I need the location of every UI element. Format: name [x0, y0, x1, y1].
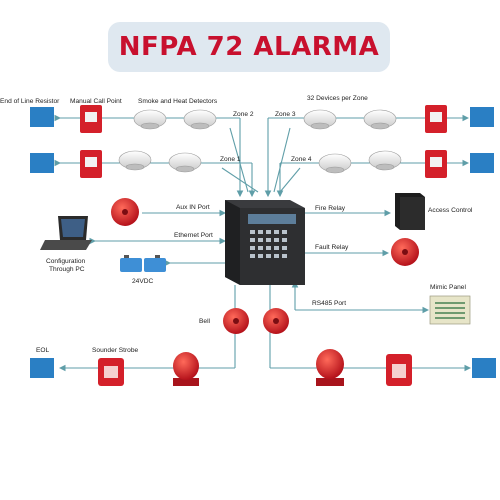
battery-icon — [120, 255, 166, 272]
eol-boxes — [30, 107, 496, 378]
access-control-icon — [395, 193, 425, 230]
call-point-icon — [425, 105, 447, 133]
call-point-icon — [80, 105, 102, 133]
label-zone-2: Zone 2 — [233, 111, 254, 118]
label-eol: EOL — [36, 347, 50, 354]
panel-display — [248, 214, 296, 224]
call-point-icon — [80, 150, 102, 178]
mimic-panel-icon — [429, 295, 471, 325]
bell-bottom-left — [223, 308, 249, 334]
sounder-strobe-icon — [98, 358, 124, 386]
manual-call-points — [80, 105, 447, 178]
label-zone-1: Zone 1 — [220, 156, 241, 163]
laptop-icon — [40, 216, 92, 250]
label-rs485-port: RS485 Port — [312, 300, 346, 307]
label-zone-3: Zone 3 — [275, 111, 296, 118]
eol-resistor-mid-right — [470, 153, 494, 173]
bell-bottom-right — [263, 308, 289, 334]
label-ethernet-port: Ethernet Port — [174, 232, 213, 239]
sounder-strobe-icon — [386, 354, 412, 386]
smoke-detector-icon — [118, 150, 152, 171]
label-sounder-strobe: Sounder Strobe — [92, 347, 139, 354]
label-manual-call-point: Manual Call Point — [70, 98, 122, 105]
title-banner: NFPA 72 ALARMA — [108, 22, 390, 72]
smoke-detector-icon — [363, 109, 397, 130]
eol-bottom-right — [472, 358, 496, 378]
smoke-detector-icon — [183, 109, 217, 130]
control-panel — [225, 200, 305, 285]
smoke-detector-icon — [133, 109, 167, 130]
smoke-detector-icon — [168, 152, 202, 173]
eol-resistor-mid-left — [30, 153, 54, 173]
label-config-line-1: Configuration — [46, 258, 86, 265]
label-fault-relay: Fault Relay — [315, 244, 349, 251]
label-smoke-heat-detectors: Smoke and Heat Detectors — [138, 98, 218, 105]
strobe-beacon-icon — [316, 349, 344, 386]
strobe-beacon-icon — [173, 352, 199, 386]
smoke-detector-icon — [318, 153, 352, 174]
detectors — [118, 109, 402, 174]
label-aux-in-port: Aux IN Port — [176, 204, 210, 211]
call-point-icon — [425, 150, 447, 178]
aux-bell — [111, 198, 139, 226]
label-end-of-line-resistor: End of Line Resistor — [0, 98, 60, 105]
label-bell: Bell — [199, 318, 211, 325]
smoke-detector-icon — [303, 109, 337, 130]
fault-bell — [391, 238, 419, 266]
diagram-labels: End of Line Resistor Manual Call Point S… — [0, 95, 473, 354]
eol-bottom-left — [30, 358, 54, 378]
page-title: NFPA 72 ALARMA — [118, 32, 380, 62]
label-fire-relay: Fire Relay — [315, 205, 346, 212]
label-battery: 24VDC — [132, 278, 153, 285]
smoke-detector-icon — [368, 150, 402, 171]
label-devices-per-zone: 32 Devices per Zone — [307, 95, 368, 102]
eol-resistor-top-left — [30, 107, 54, 127]
label-zone-4: Zone 4 — [291, 156, 312, 163]
label-mimic-panel: Mimic Panel — [430, 284, 466, 291]
label-access-control: Access Control — [428, 207, 473, 214]
eol-resistor-top-right — [470, 107, 494, 127]
label-config-line-2: Through PC — [49, 266, 85, 273]
